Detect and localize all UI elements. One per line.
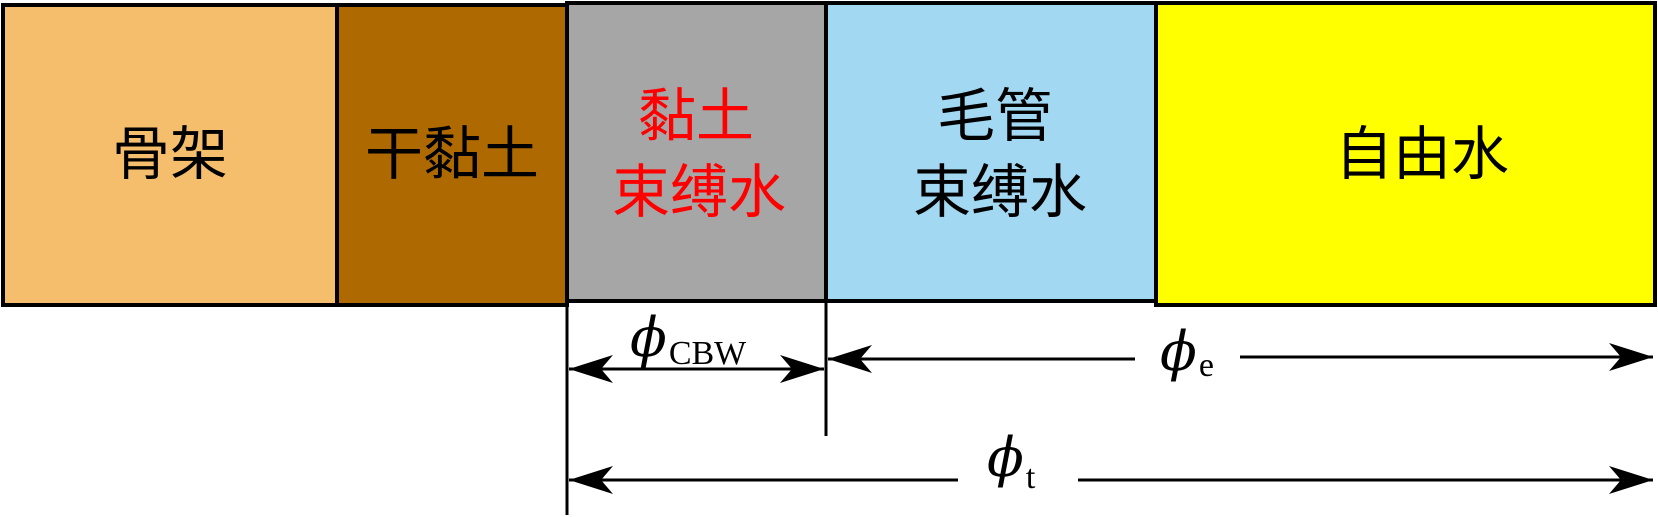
phi-e-subscript: e [1199, 347, 1214, 384]
label-phi-cbw: ϕCBW [630, 306, 747, 372]
block-clay-bound-water [565, 1, 828, 303]
phi-cbw-subscript: CBW [669, 335, 747, 372]
block-dry-clay [335, 3, 569, 307]
phi-t-subscript: t [1026, 459, 1036, 496]
label-phi-e: ϕe [1160, 320, 1214, 384]
phi-e-symbol: ϕ [1160, 320, 1197, 383]
phi-cbw-symbol: ϕ [630, 306, 667, 369]
block-capillary-bound-water [824, 1, 1158, 303]
label-dry-clay: 干黏土 [365, 120, 539, 188]
label-clay-bound-water-line2: 束缚水 [612, 158, 786, 226]
label-clay-bound-water-line1: 黏土 [638, 82, 754, 150]
label-capillary-bound-water-line2: 束缚水 [913, 158, 1087, 226]
label-skeleton: 骨架 [112, 120, 228, 188]
block-skeleton [1, 3, 339, 307]
label-capillary-bound-water-line1: 毛管 [937, 82, 1053, 150]
label-phi-t: ϕt [987, 426, 1036, 496]
phi-t-symbol: ϕ [987, 426, 1024, 489]
label-free-water: 自由水 [1335, 120, 1509, 188]
block-free-water [1154, 1, 1657, 307]
